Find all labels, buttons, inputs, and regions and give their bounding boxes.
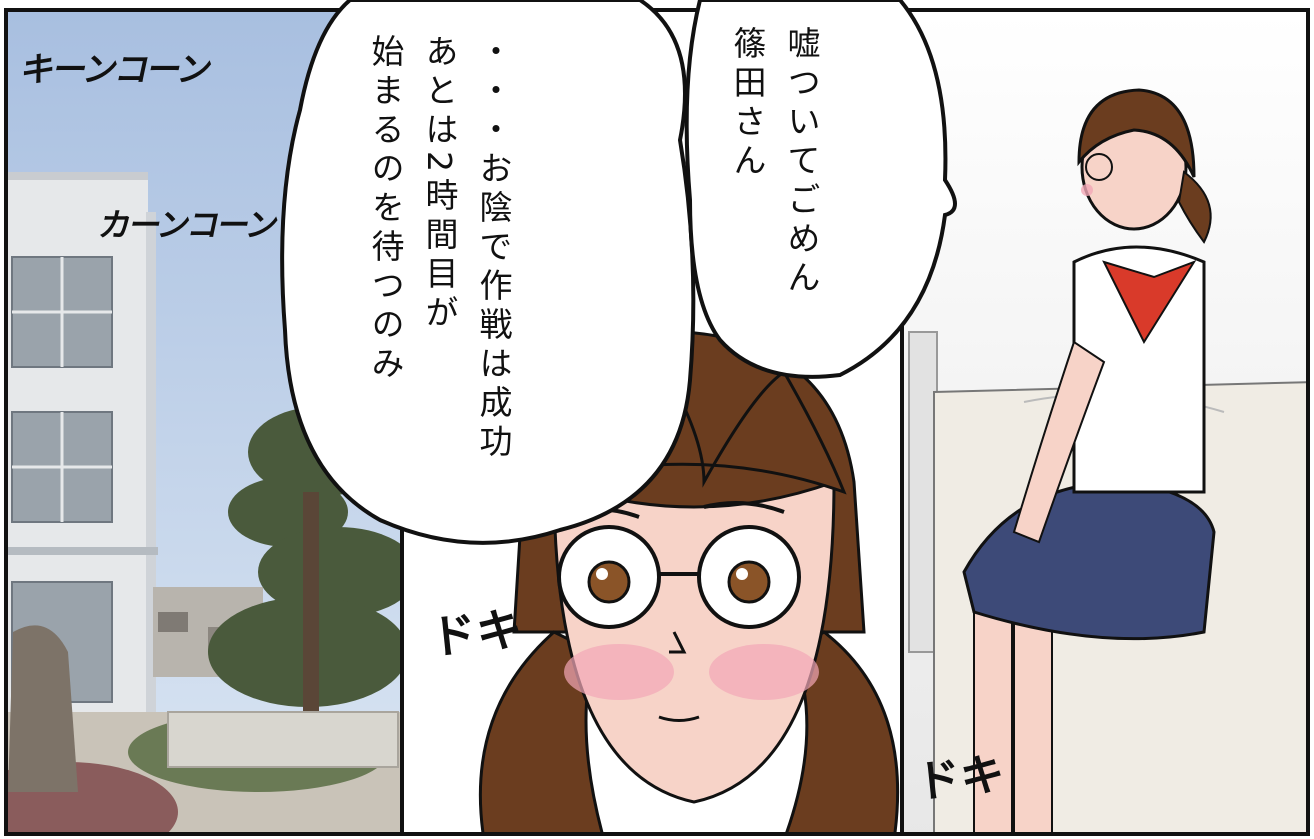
sfx-heartbeat-2: ドキ <box>914 748 1007 809</box>
speech-line: 篠田さん <box>728 26 767 182</box>
speech-line: ・・・お陰で作戦は成功 <box>474 34 513 463</box>
sfx-chime-1: キーンコーン <box>17 50 215 90</box>
speech-text-right: 嘘ついてごめん 篠田さん <box>720 26 828 356</box>
speech-line: 嘘ついてごめん <box>782 26 821 299</box>
speech-text-left: ・・・お陰で作戦は成功 あとは2時間目が 始まるのを待つのみ <box>358 34 520 504</box>
panel-school-exterior: キーンコーン カーンコーン <box>4 8 408 836</box>
panel-girl-sitting: ドキ <box>900 8 1310 836</box>
girl-sitting-illustration <box>904 12 1306 832</box>
sfx-heartbeat-1: ドキ <box>427 601 525 665</box>
school-scene-illustration <box>8 12 404 832</box>
speech-line: あとは2時間目が <box>420 34 459 334</box>
speech-line: 始まるのを待つのみ <box>366 34 405 385</box>
sfx-chime-2: カーンコーン <box>95 206 281 244</box>
